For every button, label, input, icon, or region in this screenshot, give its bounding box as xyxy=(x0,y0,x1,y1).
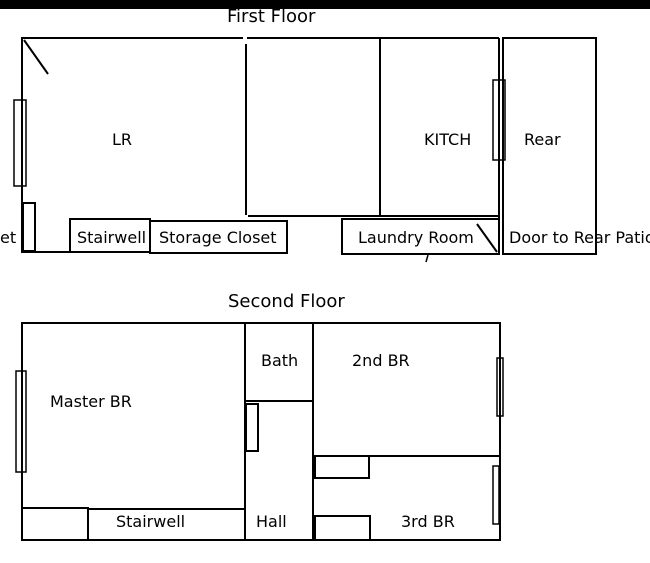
laundry-mark xyxy=(425,254,429,263)
laundry-room-box xyxy=(341,218,500,255)
room-label-rear: Rear xyxy=(524,130,561,149)
second-floor-title: Second Floor xyxy=(228,291,345,312)
hall-closet xyxy=(245,403,259,452)
first-floor-title: First Floor xyxy=(227,6,316,27)
room-label-2nd-br: 2nd BR xyxy=(352,351,410,370)
room-label-hall: Hall xyxy=(256,512,287,531)
laundry-door-swing xyxy=(476,223,498,253)
room-label-lr: LR xyxy=(112,130,133,149)
room-label-bath: Bath xyxy=(261,351,299,370)
room-label-master-br: Master BR xyxy=(50,392,132,411)
rear-room xyxy=(502,37,597,255)
room-label-closet-fragment: et xyxy=(0,228,17,247)
lr-outer-wall xyxy=(21,37,243,253)
closet-3rd-br xyxy=(314,515,371,541)
storage-closet-box xyxy=(149,220,288,254)
second-floor-walls xyxy=(15,322,504,541)
room-label-laundry-room: Laundry Room xyxy=(358,228,474,247)
master-window xyxy=(15,370,27,473)
closet-box xyxy=(22,202,36,252)
first-floor-walls xyxy=(13,37,597,263)
lr-window xyxy=(13,99,27,187)
closet-2nd-br xyxy=(314,455,370,479)
stairwell-box-2 xyxy=(87,508,246,541)
room-label-door-to-rear-patio: Door to Rear Patio xyxy=(509,229,650,247)
second-br-window xyxy=(496,357,504,417)
room-label-storage-closet: Storage Closet xyxy=(159,228,277,247)
second-floor-outline xyxy=(21,322,501,541)
third-br-window xyxy=(492,465,500,525)
room-label-3rd-br: 3rd BR xyxy=(401,512,455,531)
room-label-kitch: KITCH xyxy=(424,130,472,149)
room-label-stairwell-2: Stairwell xyxy=(116,512,186,531)
lr-door-swing xyxy=(23,39,49,75)
kitch-window xyxy=(492,79,506,161)
room-label-stairwell: Stairwell xyxy=(77,228,147,247)
top-black-bar xyxy=(0,0,650,9)
master-closet-box xyxy=(21,507,89,541)
